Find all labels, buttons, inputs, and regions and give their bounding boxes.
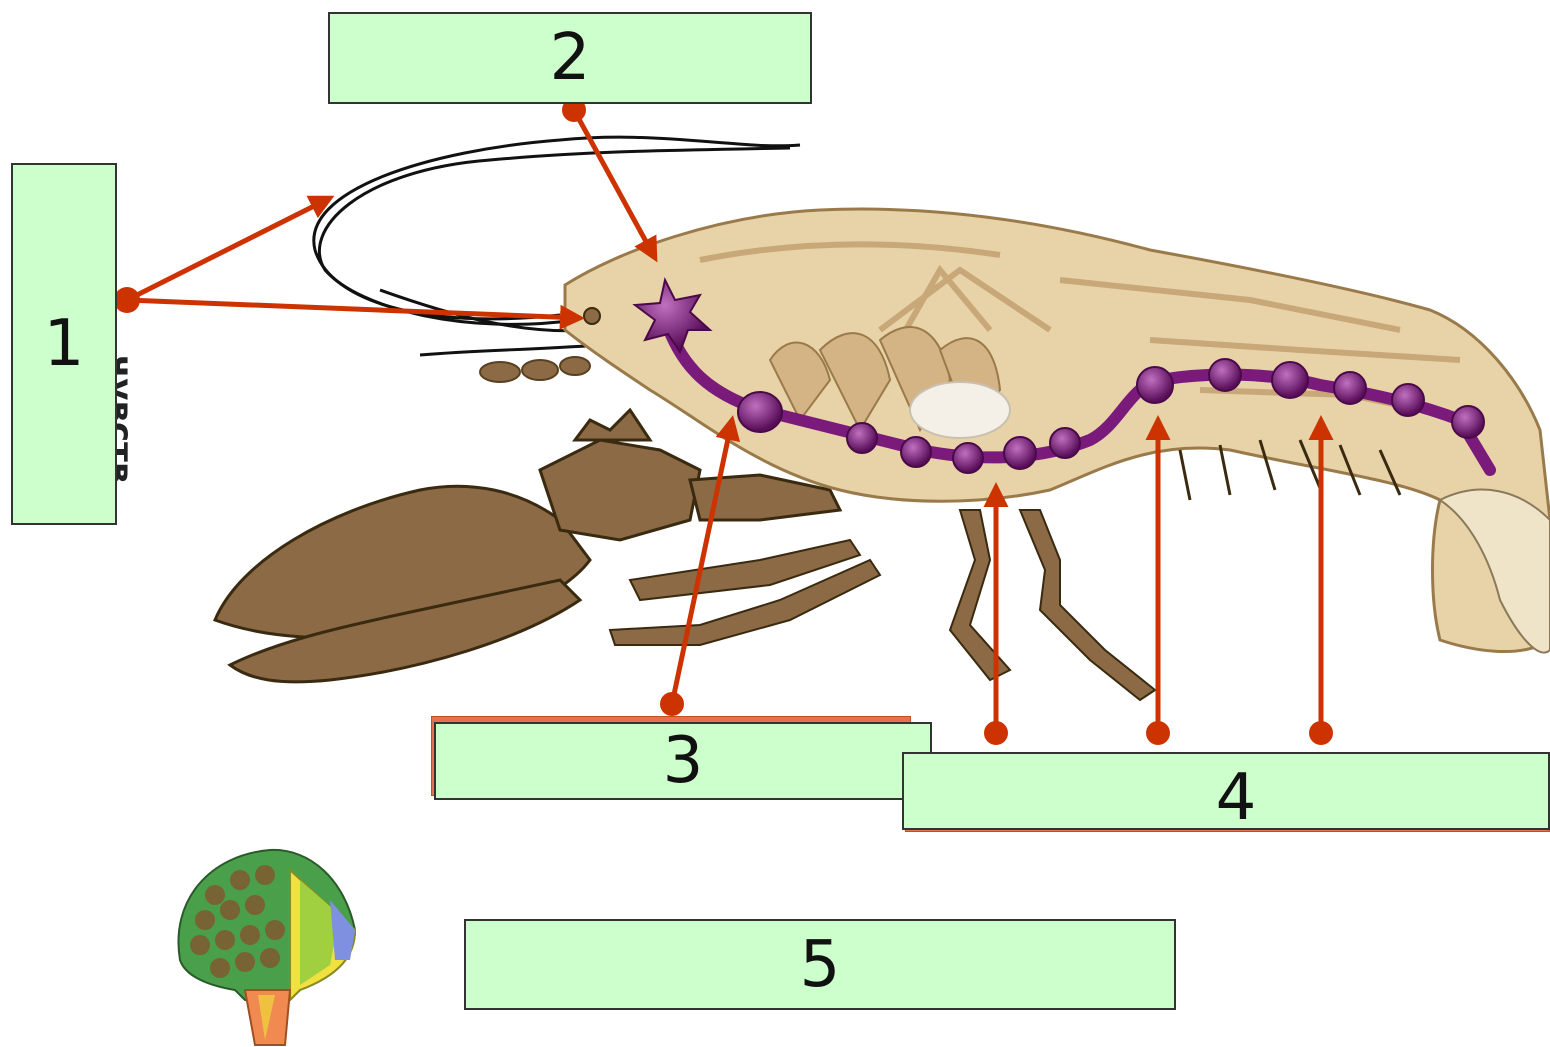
label-1-text: 1 (44, 312, 85, 376)
compound-eye-illustration (178, 850, 355, 1045)
label-3-text: 3 (663, 729, 704, 793)
antennule (480, 357, 590, 382)
label-box-4[interactable]: 4 (902, 752, 1550, 830)
label-2-text: 2 (550, 26, 591, 90)
label-box-5[interactable]: 5 (464, 919, 1176, 1010)
label-5-text: 5 (800, 933, 841, 997)
label-box-1[interactable]: 1 (11, 163, 117, 525)
label-4-text: 4 (1216, 766, 1257, 830)
label-box-3[interactable]: 3 (434, 722, 932, 800)
label-box-2[interactable]: 2 (328, 12, 812, 104)
